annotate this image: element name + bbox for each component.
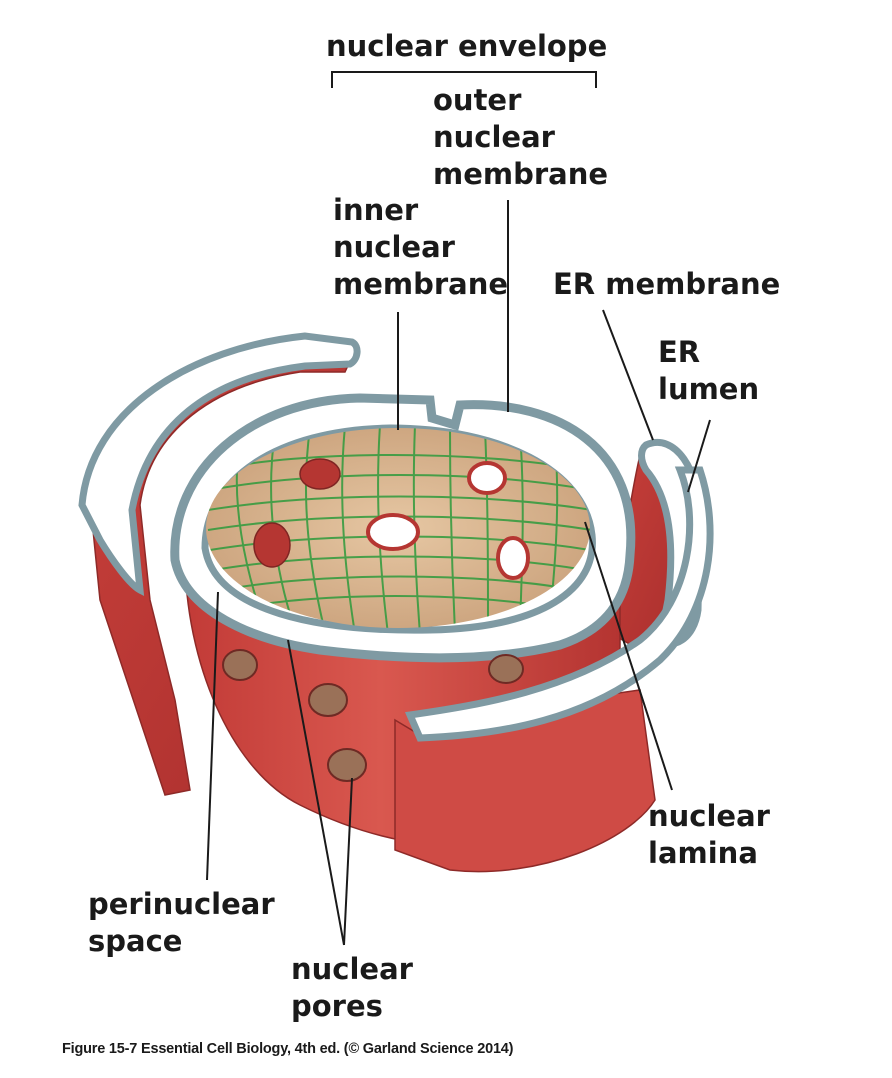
nuclear-pores-leader-a	[287, 639, 345, 946]
nuclear-pore	[488, 654, 524, 684]
perinuclear-space-label: perinuclear space	[88, 887, 275, 958]
nuclear-pore	[299, 458, 341, 490]
nuclear-pores-label: nuclear pores	[291, 952, 413, 1023]
nuclear-pore	[467, 461, 507, 495]
nuclear-pore	[308, 683, 348, 717]
perinuclear-space-leader	[206, 591, 219, 881]
nuclear-envelope-label: nuclear envelope	[326, 29, 608, 63]
outer-nuclear-membrane-label: outer nuclear membrane	[433, 83, 609, 191]
inner-nuclear-membrane-label: inner nuclear membrane	[333, 193, 509, 301]
nuclear-lamina-leader	[584, 521, 673, 791]
nuclear-pore	[327, 748, 367, 782]
nuclear-envelope-bracket	[331, 71, 597, 88]
nuclear-pore	[496, 536, 530, 580]
er-sheet-left	[78, 332, 361, 796]
er-membrane-leader	[602, 309, 654, 441]
er-lumen-label: ER lumen	[658, 335, 760, 406]
nuclear-pore	[253, 522, 291, 568]
leader-lines	[206, 71, 711, 946]
nuclear-pores-leader-b	[343, 777, 353, 946]
wall-pores	[222, 649, 524, 782]
figure-caption: Figure 15-7 Essential Cell Biology, 4th …	[62, 1041, 514, 1057]
er-membrane-label: ER membrane	[553, 267, 781, 301]
nuclear-pore	[366, 513, 420, 551]
nuclear-lamina-label: nuclear lamina	[648, 799, 770, 870]
er-lumen-leader	[687, 419, 711, 493]
nuclear-pore	[222, 649, 258, 681]
nuclear-lamina-floor	[206, 428, 590, 628]
